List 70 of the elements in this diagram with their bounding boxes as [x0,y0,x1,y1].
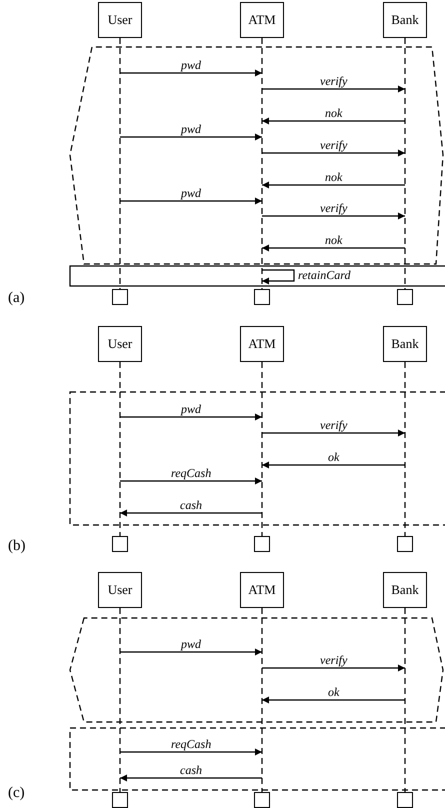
message-label: pwd [181,187,202,200]
panel-label: (a) [8,290,25,307]
message-label: reqCash [171,467,212,480]
message-label: retainCard [298,269,350,282]
message-arrow [262,430,405,436]
lifeline [240,326,284,536]
lifeline-end [397,536,413,552]
message-arrow [120,478,262,484]
lifeline-head: ATM [240,572,284,608]
message-arrow [120,198,262,204]
lifeline-end [397,792,413,808]
message-label: verify [320,419,348,432]
message-label: verify [320,139,348,152]
lifeline-end [254,792,270,808]
message-label: nok [325,171,342,184]
message-label: pwd [181,59,202,72]
message-arrow [262,118,405,124]
lifeline [240,2,284,289]
message-label: verify [320,654,348,667]
lifeline-end [254,536,270,552]
lifeline-head: Bank [383,2,427,38]
lifeline-end [112,536,128,552]
lifeline-end [254,289,270,305]
lifeline [98,326,142,536]
lifeline-head: User [98,2,142,38]
message-arrow [120,134,262,140]
panel-label: (c) [8,785,25,802]
message-arrow [120,510,262,516]
self-message-arrow [262,269,295,284]
lifeline-end [397,289,413,305]
message-arrow [120,748,262,756]
lifeline-head: ATM [240,326,284,362]
message-arrow [120,648,262,656]
message-arrow [262,182,405,188]
message-label: ok [328,451,340,464]
lifeline-head: User [98,326,142,362]
message-arrow [262,244,405,252]
message-label: reqCash [171,738,212,751]
message-label: verify [320,202,348,215]
message-arrow [120,414,262,420]
message-arrow [262,462,405,468]
lifeline [383,2,427,289]
message-arrow [262,664,405,672]
lifeline [98,2,142,289]
message-arrow [262,86,405,92]
lifeline [383,572,427,792]
lifeline [98,572,142,792]
message-arrow [262,150,405,156]
lifeline-head: User [98,572,142,608]
lifeline-end [112,289,128,305]
lifeline [383,326,427,536]
message-label: pwd [181,123,202,136]
lifeline-head: ATM [240,2,284,38]
message-label: verify [320,75,348,88]
lifeline [240,572,284,792]
message-arrow [262,696,405,704]
message-label: nok [325,107,342,120]
lifeline-end [112,792,128,808]
message-label: ok [328,686,340,699]
lifeline-head: Bank [383,572,427,608]
message-label: pwd [181,638,202,651]
lifeline-head: Bank [383,326,427,362]
message-arrow [262,212,405,220]
message-label: cash [180,499,202,512]
message-label: pwd [181,403,202,416]
message-label: cash [180,764,202,777]
message-arrow [120,774,262,782]
message-arrow [120,70,262,76]
message-label: nok [325,234,342,247]
panel-label: (b) [8,538,26,555]
